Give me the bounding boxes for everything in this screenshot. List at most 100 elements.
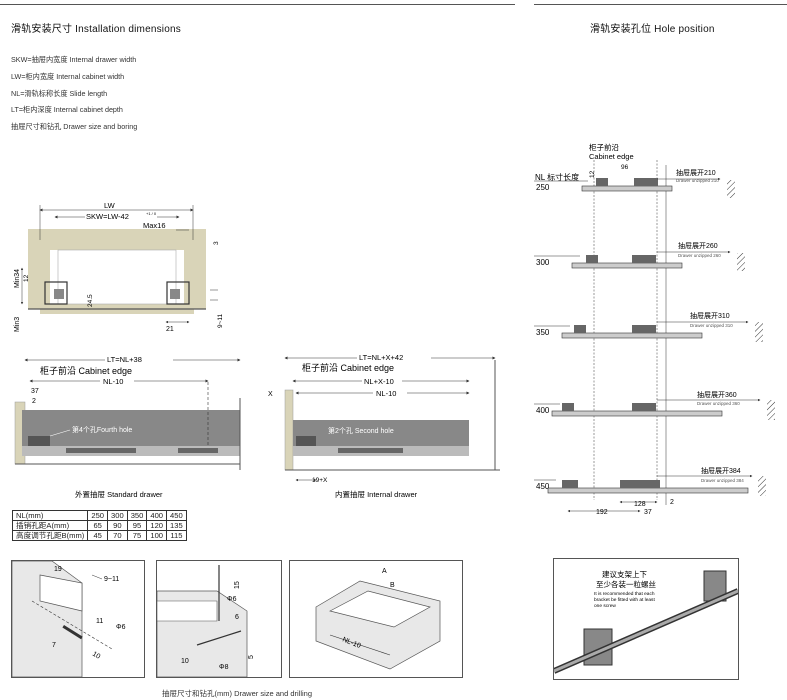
bracket-drawing: 建议支架上下 至少各装一粒螺丝 It is recommended that e…: [554, 569, 738, 674]
table-cell: 75: [126, 530, 148, 541]
dim-9-11: 9~11: [217, 313, 224, 328]
table-cell: 45: [87, 530, 109, 541]
table-cell: 135: [166, 520, 187, 531]
bracket-note-box: 建议支架上下 至少各装一粒螺丝 It is recommended that e…: [553, 558, 739, 680]
dim-skw: SKW=LW-42: [86, 212, 129, 221]
table-cell: 120: [146, 520, 168, 531]
hp-unzip-310: 抽屉展开310: [690, 311, 730, 320]
drilling-detail-3: A B NL-10: [289, 560, 463, 678]
d2-dim-6: 6: [235, 614, 239, 621]
d1-dim-9-11: 9~11: [104, 576, 119, 583]
table-cell: 250: [87, 510, 109, 521]
abbreviation-legend: SKW=抽屉内宽度 Internal drawer width LW=柜内宽度 …: [11, 52, 137, 136]
nl-dimension-table: NL(mm) 250 300 350 400 450 插销孔距A(mm) 65 …: [11, 510, 187, 541]
legend-nl: NL=滑轨标称长度 Slide length: [11, 88, 108, 98]
table-row: 高度调节孔距B(mm) 45 70 75 100 115: [11, 530, 187, 541]
hp-row-450: 450 抽屉展开384 Drawer unzipped 384: [534, 466, 766, 496]
note-en-3: one screw: [594, 603, 616, 609]
dim-min34: Min34: [14, 269, 21, 288]
hp-unzip-260-en: Drawer unzipped 260: [678, 253, 721, 258]
left-top-rule: [0, 4, 515, 5]
hp-dim-192: 192: [596, 509, 608, 516]
d1-dim-19: 19: [54, 566, 62, 573]
table-cell: 插销孔距A(mm): [11, 520, 89, 531]
int-19x: 19+X: [312, 477, 328, 484]
table-cell: 70: [107, 530, 128, 541]
hp-nl-400: 400: [536, 406, 550, 415]
int-lt-dim: LT=NL+X+42: [359, 353, 403, 362]
hp-unzip-210-en: Drawer unzipped 210: [676, 178, 719, 183]
table-cell: 95: [126, 520, 148, 531]
hp-dim-128: 128: [634, 501, 646, 508]
note-en-1: It is recommended that each: [594, 591, 655, 597]
hp-unzip-210: 抽屉展开210: [676, 168, 716, 177]
table-cell: 400: [146, 510, 168, 521]
drilling-detail-3-drawing: A B NL-10: [315, 568, 441, 670]
hp-nl-label: NL 标寸长度: [535, 172, 579, 182]
hole-position-title: 滑轨安装孔位 Hole position: [590, 24, 715, 35]
legend-skw: SKW=抽屉内宽度 Internal drawer width: [11, 55, 137, 64]
int-cabinet-edge: 柜子前沿 Cabinet edge: [302, 362, 394, 373]
note-en-2: bracket be fitted with at least: [594, 597, 655, 603]
int-second-hole: 第2个孔 Second hole: [328, 426, 394, 435]
hp-unzip-360-en: Drawer unzipped 360: [697, 401, 740, 406]
hp-nl-450: 450: [536, 482, 550, 491]
d2-dim-10: 10: [181, 658, 189, 665]
std-cabinet-edge: 柜子前沿 Cabinet edge: [40, 365, 132, 376]
dim-min3: Min3: [14, 317, 21, 332]
hp-unzip-310-en: Drawer unzipped 310: [690, 323, 733, 328]
table-cell: 100: [146, 530, 168, 541]
drilling-caption: 抽屉尺寸和钻孔(mm) Drawer size and drilling: [162, 689, 313, 698]
int-nl-dim: NL-10: [376, 389, 396, 398]
hp-dim-12: 12: [589, 170, 596, 178]
table-row: 插销孔距A(mm) 65 90 95 120 135: [11, 520, 187, 531]
dim-12: 12: [23, 274, 30, 282]
legend-drawer-boring: 抽屉尺寸和钻孔 Drawer size and boring: [11, 122, 138, 132]
int-nlx-dim: NL+X-10: [364, 377, 394, 386]
hp-cabinet-edge-en: Cabinet edge: [589, 152, 634, 161]
drilling-detail-1-drawing: 19 9~11 11 Φ6 7 10: [12, 561, 126, 677]
int-x: X: [268, 391, 273, 398]
d1-dim-10: 10: [91, 651, 101, 661]
std-lt-dim: LT=NL+38: [107, 355, 142, 364]
standard-drawer-diagram: LT=NL+38 柜子前沿 Cabinet edge NL-10 37 2 第4…: [14, 355, 241, 470]
std-dim-37: 37: [31, 388, 39, 395]
std-fourth-hole: 第4个孔Fourth hole: [72, 425, 132, 434]
table-cell: 300: [107, 510, 128, 521]
drilling-detail-1: 19 9~11 11 Φ6 7 10: [11, 560, 145, 678]
dim-24-5: 24.5: [87, 294, 94, 307]
installation-dimensions-title: 滑轨安装尺寸 Installation dimensions: [11, 24, 181, 35]
hp-row-250: 250 抽屉展开210 Drawer unzipped 210: [534, 168, 735, 198]
table-cell: 450: [166, 510, 187, 521]
table-cell: 90: [107, 520, 128, 531]
d1-phi6: Φ6: [116, 624, 126, 631]
dim-lw: LW: [104, 201, 116, 210]
hp-nl-350: 350: [536, 328, 550, 337]
std-dim-2: 2: [32, 398, 36, 405]
dim-3: 3: [213, 241, 220, 245]
legend-lw: LW=柜内宽度 Internal cabinet width: [11, 71, 125, 81]
standard-drawer-caption: 外置抽屉 Standard drawer: [75, 489, 163, 499]
dim-max16: Max16: [143, 221, 166, 230]
hp-dim-96: 96: [621, 164, 629, 171]
hp-row-350: 350 抽屉展开310 Drawer unzipped 310: [534, 311, 763, 342]
d1-dim-11: 11: [96, 618, 103, 625]
table-cell: NL(mm): [11, 510, 89, 521]
right-top-rule: [534, 4, 787, 5]
hp-cabinet-edge-cn: 柜子前沿: [589, 142, 619, 152]
legend-lt: LT=柜内深度 Internal cabinet depth: [11, 105, 123, 115]
dim-21: 21: [166, 326, 174, 333]
d2-phi8: Φ8: [219, 664, 229, 671]
hp-unzip-384-en: Drawer unzipped 384: [701, 478, 744, 483]
hp-row-400: 400 抽屉展开360 Drawer unzipped 360: [534, 390, 775, 420]
hp-unzip-384: 抽屉展开384: [701, 466, 741, 475]
d3-dim-a: A: [382, 568, 387, 575]
d2-dim-5: 5: [248, 655, 255, 659]
hp-dim-2: 2: [670, 499, 674, 506]
hp-unzip-360: 抽屉展开360: [697, 390, 737, 399]
width-diagram: LW SKW=LW-42 +1 / 0 Max16 Min34 12 24.5 …: [14, 201, 224, 333]
drilling-detail-2: 15 Φ6 6 Φ8 5 10: [156, 560, 282, 678]
table-cell: 高度调节孔距B(mm): [11, 530, 89, 541]
internal-drawer-diagram: LT=NL+X+42 柜子前沿 Cabinet edge NL+X-10 NL-…: [268, 353, 500, 484]
table-cell: 65: [87, 520, 109, 531]
